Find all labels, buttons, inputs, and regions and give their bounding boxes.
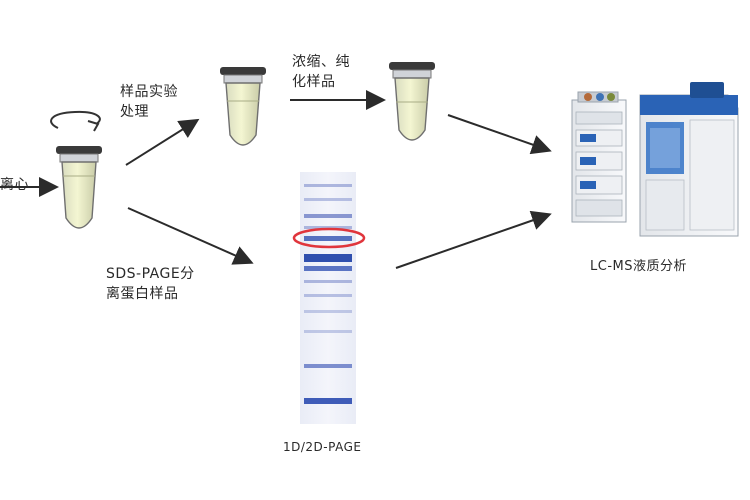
arrow-to-lcms-top [447, 114, 552, 155]
sample-processing-label: 样品实验 处理 [120, 82, 178, 122]
gel-band [304, 330, 352, 333]
gel-band [304, 198, 352, 201]
sample-processing-line1: 样品实验 [120, 84, 178, 100]
gel-band [304, 294, 352, 297]
arrow-gel-to-lcms [395, 210, 552, 269]
rotation-arrow-icon [50, 110, 101, 132]
lcms-text: LC-MS液质分析 [590, 259, 687, 274]
gel-band [304, 254, 352, 262]
microcentrifuge-tube-icon [220, 67, 266, 146]
centrifuge-text: 离心 [0, 177, 29, 193]
arrow-to-sds-page [127, 207, 254, 265]
centrifuge-label: 离心 [0, 175, 29, 195]
highlight-ring [292, 227, 366, 249]
gel-label: 1D/2D-PAGE [283, 437, 361, 457]
concentrate-purify-label: 浓缩、纯 化样品 [292, 52, 350, 92]
gel-band [304, 214, 352, 218]
gel-band [304, 266, 352, 271]
sds-page-label: SDS-PAGE分 离蛋白样品 [106, 264, 195, 304]
gel-band [304, 364, 352, 368]
sample-processing-line2: 处理 [120, 104, 149, 120]
lcms-label: LC-MS液质分析 [590, 257, 687, 277]
gel-band [304, 280, 352, 283]
gel-text: 1D/2D-PAGE [283, 440, 362, 454]
lc-ms-instrument-icon [571, 82, 739, 237]
concentrate-line2: 化样品 [292, 74, 336, 90]
arrow-to-sample-processing [125, 118, 200, 166]
microcentrifuge-tube-icon [56, 146, 102, 229]
gel-band [304, 184, 352, 187]
gel-band [304, 398, 352, 404]
sds-page-line1: SDS-PAGE分 [106, 266, 195, 282]
sds-page-line2: 离蛋白样品 [106, 286, 179, 302]
concentrate-line1: 浓缩、纯 [292, 54, 350, 70]
gel-band [304, 226, 352, 229]
gel-lane-icon [300, 172, 356, 424]
gel-band [304, 236, 352, 241]
microcentrifuge-tube-icon [389, 62, 435, 141]
gel-band [304, 310, 352, 313]
